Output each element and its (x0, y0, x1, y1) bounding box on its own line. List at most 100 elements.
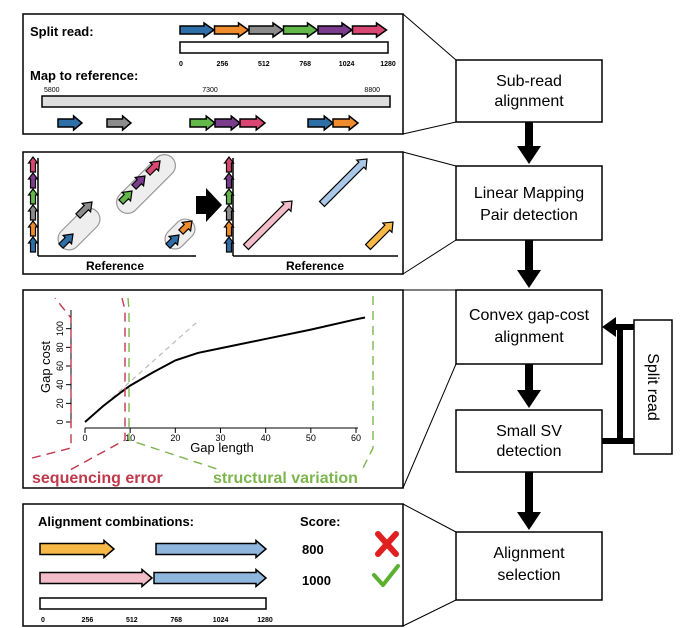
combination-arrow (39, 538, 116, 560)
dotplot-right: Reference (223, 156, 398, 273)
score-value-2: 1000 (302, 573, 331, 588)
flowchart: Sub-read alignment Linear Mapping Pair d… (455, 59, 673, 601)
step-alignment-selection (455, 531, 603, 601)
alignment-combinations-label: Alignment combinations: (38, 514, 194, 529)
read-segment-arrow (282, 21, 319, 39)
read-segment-arrow (351, 21, 388, 39)
dotplot-right-chains (242, 158, 394, 251)
step2-line1: Linear Mapping (474, 185, 584, 202)
anchor-arrow (118, 190, 133, 205)
x-tick-label: 40 (261, 433, 271, 443)
panel-alignment-selection: Alignment combinations: Score: 800 1000 … (22, 503, 404, 627)
sv-guide-left (127, 297, 221, 471)
panel-linear-mapping: Reference Reference (22, 151, 404, 275)
panel-connectors (402, 13, 457, 627)
read-axis-segment (27, 236, 39, 253)
y-tick-label: 20 (55, 398, 65, 408)
anchor-arrow (131, 175, 146, 190)
step4-line2: detection (497, 443, 562, 460)
combination-tick-label: 1280 (257, 617, 273, 624)
transform-arrow (196, 188, 222, 222)
combination-arrow (39, 567, 154, 589)
sv-guide-right (361, 296, 374, 471)
y-tick-label: 80 (55, 342, 65, 352)
x-tick-label: 50 (306, 433, 316, 443)
chain-arrow (318, 158, 368, 208)
read-axis-segment (27, 156, 39, 173)
dotplot-left: Reference (27, 154, 196, 273)
step5-line2: selection (497, 567, 560, 584)
read-axis-segment (223, 220, 235, 237)
y-tick-label: 60 (55, 361, 65, 371)
read-axis-segment (27, 172, 39, 189)
combination-read-bar (39, 597, 267, 610)
structural-variation-label: structural variation (213, 470, 358, 487)
read-axis-segment (223, 188, 235, 205)
read-tick-label: 512 (258, 61, 270, 68)
linear-cost-reference (84, 320, 199, 423)
read-tick-label: 1280 (380, 61, 396, 68)
read-segment-arrow (317, 21, 354, 39)
flow-down-arrows (517, 122, 541, 530)
mapped-segment-arrow (106, 114, 133, 132)
reject-icon (375, 531, 399, 557)
mapped-segments (57, 114, 360, 132)
accept-check-icon (372, 564, 400, 587)
mapped-segment-arrow (214, 114, 242, 132)
read-axis-segment (27, 204, 39, 221)
combination-tick-label: 256 (82, 617, 94, 624)
step5-line1: Alignment (493, 545, 565, 562)
map-to-reference-label: Map to reference: (30, 68, 138, 83)
anchor-arrow (75, 201, 93, 219)
split-read-label: Split read: (30, 24, 94, 39)
read-axis-segment (223, 204, 235, 221)
read-bar (179, 41, 389, 54)
read-axis-segment (27, 220, 39, 237)
combination-arrow (155, 538, 268, 560)
convex-gap-cost-curve (84, 316, 366, 423)
read-axis-segment (223, 172, 235, 189)
combination-arrow (153, 567, 268, 589)
step2-line2: Pair detection (480, 207, 578, 224)
step-subread-alignment (455, 59, 603, 123)
dotplot-right-read-axis (223, 156, 235, 253)
combination-tick-label: 0 (41, 617, 45, 624)
x-tick-label: 20 (170, 433, 180, 443)
read-segment-arrow (213, 21, 250, 39)
xlabel-reference-left: Reference (86, 259, 144, 273)
x-axis-label: Gap length (190, 440, 254, 455)
panel-3-frame (22, 289, 404, 489)
split-read-side-label: Split read (644, 353, 661, 421)
step-small-sv (455, 409, 603, 473)
seq-error-guide-right (69, 297, 126, 471)
read-axis-segment (223, 236, 235, 253)
chain-arrow (242, 200, 293, 251)
anchor-arrow (145, 160, 161, 176)
read-segment-arrow (179, 21, 216, 39)
combination-tick-label: 512 (126, 617, 138, 624)
mapped-segment-arrow (307, 114, 335, 132)
dotplot-left-read-axis (27, 156, 39, 253)
mapped-segment-arrow (332, 114, 360, 132)
read-axis-segment (223, 156, 235, 173)
dotplot-left-anchors (58, 160, 193, 249)
reference-tick-label: 7300 (202, 87, 218, 94)
step-linear-mapping (455, 165, 603, 241)
chain-arrow (364, 221, 394, 251)
x-tick-label: 30 (215, 433, 225, 443)
anchor-arrow (178, 220, 193, 235)
step3-line2: alignment (494, 329, 564, 346)
sequencing-error-label: sequencing error (32, 470, 163, 487)
mapped-segment-arrow (57, 114, 84, 132)
combination-arrows (39, 538, 268, 589)
score-value-1: 800 (302, 542, 324, 557)
step1-line2: alignment (494, 93, 564, 110)
read-tick-label: 256 (217, 61, 229, 68)
step3-line1: Convex gap-cost (469, 307, 590, 324)
